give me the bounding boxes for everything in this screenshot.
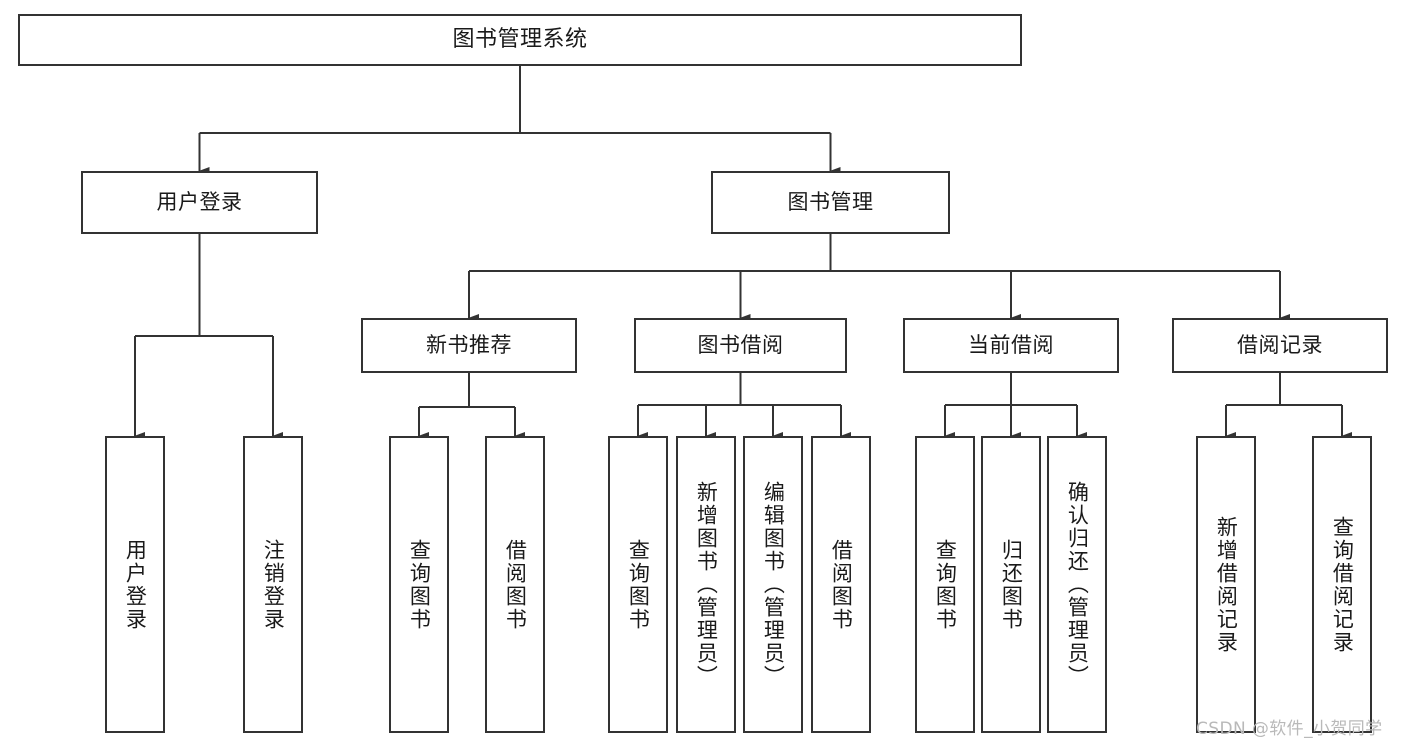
node-label-user-login: 用户登录	[156, 190, 243, 215]
node-label-leaf-borrow-book-2: 借阅图书	[829, 538, 854, 631]
node-label-borrow-record: 借阅记录	[1237, 333, 1323, 358]
node-current-borrow[interactable]: 当前借阅	[903, 318, 1119, 373]
node-borrow-record[interactable]: 借阅记录	[1172, 318, 1388, 373]
node-leaf-confirm-return[interactable]: 确认归还（管理员）	[1047, 436, 1107, 733]
node-label-leaf-query-book-2: 查询图书	[626, 538, 651, 631]
node-leaf-borrow-book-2[interactable]: 借阅图书	[811, 436, 871, 733]
node-leaf-query-book-3[interactable]: 查询图书	[915, 436, 975, 733]
node-leaf-user-logout[interactable]: 注销登录	[243, 436, 303, 733]
node-leaf-edit-book[interactable]: 编辑图书（管理员）	[743, 436, 803, 733]
node-label-leaf-edit-book: 编辑图书（管理员）	[761, 481, 786, 688]
node-leaf-query-book-2[interactable]: 查询图书	[608, 436, 668, 733]
node-root[interactable]: 图书管理系统	[18, 14, 1022, 66]
node-label-leaf-user-login: 用户登录	[123, 538, 148, 631]
node-book-borrow[interactable]: 图书借阅	[634, 318, 847, 373]
node-label-root: 图书管理系统	[452, 27, 588, 53]
node-leaf-return-book[interactable]: 归还图书	[981, 436, 1041, 733]
node-book-manage[interactable]: 图书管理	[711, 171, 950, 234]
node-label-leaf-user-logout: 注销登录	[261, 538, 286, 631]
node-leaf-query-record[interactable]: 查询借阅记录	[1312, 436, 1372, 733]
node-label-leaf-add-record: 新增借阅记录	[1214, 515, 1239, 654]
node-label-leaf-confirm-return: 确认归还（管理员）	[1065, 481, 1090, 688]
node-label-book-borrow: 图书借阅	[697, 333, 784, 358]
node-label-leaf-query-book-1: 查询图书	[407, 538, 432, 631]
node-leaf-borrow-book-1[interactable]: 借阅图书	[485, 436, 545, 733]
node-label-current-borrow: 当前借阅	[968, 333, 1054, 358]
node-leaf-add-book[interactable]: 新增图书（管理员）	[676, 436, 736, 733]
node-label-leaf-return-book: 归还图书	[999, 538, 1024, 631]
node-label-leaf-query-book-3: 查询图书	[933, 538, 958, 631]
node-label-leaf-add-book: 新增图书（管理员）	[694, 481, 719, 688]
node-leaf-add-record[interactable]: 新增借阅记录	[1196, 436, 1256, 733]
node-leaf-user-login[interactable]: 用户登录	[105, 436, 165, 733]
node-label-leaf-query-record: 查询借阅记录	[1330, 515, 1355, 654]
edge-group	[133, 66, 1353, 441]
node-label-leaf-borrow-book-1: 借阅图书	[503, 538, 528, 631]
node-leaf-query-book-1[interactable]: 查询图书	[389, 436, 449, 733]
node-label-book-manage: 图书管理	[787, 190, 874, 215]
node-new-book-rec[interactable]: 新书推荐	[361, 318, 577, 373]
node-label-new-book-rec: 新书推荐	[426, 333, 512, 358]
node-user-login[interactable]: 用户登录	[81, 171, 318, 234]
